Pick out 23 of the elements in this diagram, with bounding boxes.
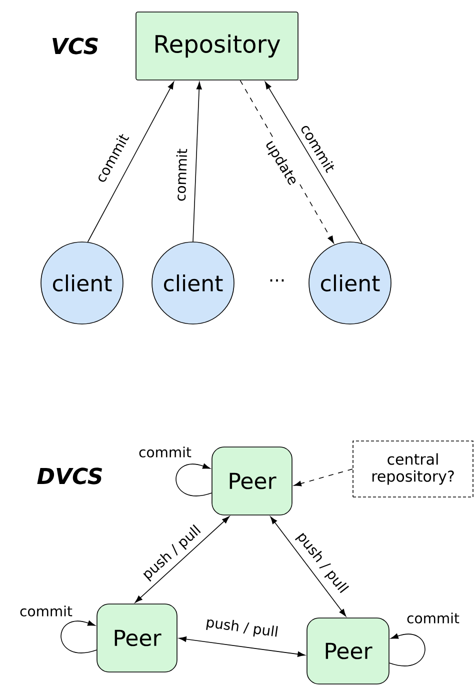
arrow [270, 516, 346, 617]
edge-label: push / pull [206, 619, 278, 637]
loop-arrow [389, 634, 426, 666]
arrow [87, 82, 174, 242]
arrow [264, 82, 362, 244]
section-title: VCS [52, 38, 98, 54]
peer-box: Peer [212, 446, 292, 516]
loop-arrow [176, 464, 212, 496]
arrow [134, 516, 230, 603]
arrow [192, 82, 202, 242]
note-box: central repository? [352, 440, 474, 498]
ellipsis: ··· [270, 279, 284, 282]
peer-box: Peer [96, 604, 178, 672]
peer-box: Peer [306, 618, 390, 684]
dashed-arrow [294, 468, 353, 486]
edge-label: commit [20, 606, 72, 616]
edge-label: commit [139, 446, 192, 458]
loop-arrow [60, 620, 97, 654]
section-title: DVCS [37, 468, 102, 484]
arrow [178, 636, 306, 657]
repository-box: Repository [136, 12, 298, 80]
edge-label: commit [407, 612, 460, 624]
edge-label: commit [176, 148, 188, 201]
